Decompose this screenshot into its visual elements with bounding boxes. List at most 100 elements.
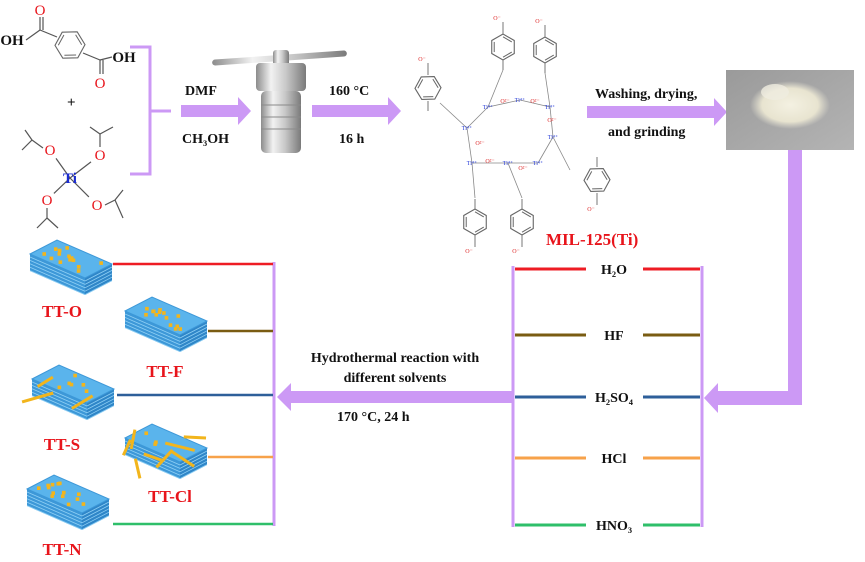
solvent-3: HCl — [515, 452, 700, 467]
particle — [51, 491, 56, 495]
particle — [53, 247, 58, 251]
particle — [56, 481, 61, 486]
benzene-ring — [583, 168, 611, 192]
carboxylate-label: O⁻ — [512, 249, 520, 255]
particle — [73, 373, 77, 378]
particle — [164, 316, 169, 320]
product-label: TT-S — [44, 435, 80, 454]
powder-photo — [726, 70, 854, 150]
product-tt-s: TT-S — [21, 364, 273, 454]
oxygen-label: O — [42, 193, 53, 209]
solvent-4: HNO₃ — [515, 519, 700, 534]
particle — [76, 269, 81, 273]
titanium-ion-label: Ti⁴⁺ — [467, 160, 477, 167]
oxo-label: O²⁻ — [475, 141, 484, 147]
solvent-0: H₂O — [515, 263, 700, 278]
nanorod — [170, 449, 195, 468]
particle — [67, 381, 72, 386]
solvent-methanol: CH₃OH — [182, 132, 229, 147]
particle — [69, 256, 74, 260]
solvent-label: HF — [604, 329, 623, 344]
solvent-label: H₂SO₄ — [595, 391, 634, 406]
particle — [144, 431, 149, 436]
product-tt-o: TT-O — [28, 239, 273, 321]
particle — [145, 306, 149, 311]
particle — [157, 310, 162, 315]
oxo-label: O²⁻ — [530, 99, 539, 105]
nanorod — [164, 441, 196, 452]
nanorod — [143, 452, 163, 462]
particle — [178, 327, 183, 331]
arrow-to-autoclave — [181, 97, 251, 125]
carboxylate-label: O⁻ — [493, 16, 501, 22]
particle — [84, 389, 89, 393]
product-label: TT-Cl — [148, 487, 192, 506]
carboxylate-label: O⁻ — [465, 249, 473, 255]
solvent-label: HNO₃ — [596, 519, 632, 534]
solvent-label: H₂O — [601, 263, 627, 278]
particle — [50, 494, 55, 498]
autoclave-image — [212, 50, 347, 153]
particle — [151, 309, 156, 314]
layered-nanosheet-stack — [123, 296, 209, 352]
washing-drying-text: Washing, drying, — [595, 87, 697, 102]
particle — [175, 324, 180, 329]
mof-name: MIL-125(Ti) — [546, 230, 638, 249]
particle — [176, 314, 181, 318]
particle — [81, 382, 86, 387]
solvent-dmf: DMF — [185, 84, 217, 99]
particle — [153, 442, 157, 446]
grinding-text: and grinding — [608, 125, 685, 140]
oxo-label: O²⁻ — [500, 99, 509, 105]
particle — [77, 492, 81, 497]
hydrothermal-text: Hydrothermal reaction with — [311, 351, 479, 366]
particle — [154, 312, 158, 317]
benzene-ring — [54, 31, 86, 59]
titanium-ion-label: Ti⁴⁺ — [545, 104, 555, 111]
particle — [168, 323, 173, 327]
particle — [61, 490, 66, 495]
particle — [144, 312, 148, 317]
titanium-ion-label: Ti⁴⁺ — [483, 104, 493, 111]
particle — [57, 248, 62, 253]
reaction-time: 16 h — [339, 132, 365, 147]
nanorod — [36, 375, 54, 388]
particle — [67, 254, 71, 259]
oxo-label: O²⁻ — [547, 118, 556, 124]
layered-nanosheet-stack — [25, 474, 111, 530]
particle — [36, 486, 41, 490]
particle — [57, 385, 62, 390]
particle — [49, 256, 54, 261]
particle — [154, 440, 158, 445]
particle — [76, 265, 81, 269]
plus-sign: + — [67, 95, 76, 111]
mil-125-structure: O⁻O⁻O⁻O⁻O⁻O⁻O²⁻O²⁻O²⁻O²⁻O²⁻O²⁻Ti⁴⁺Ti⁴⁺Ti… — [414, 16, 611, 255]
particle — [46, 483, 50, 488]
oxygen-label: O — [35, 3, 46, 19]
nanorod — [183, 435, 207, 440]
layered-nanosheet-stack — [28, 239, 114, 295]
arrow-to-powder — [587, 98, 727, 126]
particle — [57, 252, 62, 256]
benzene-ring — [491, 33, 515, 61]
different-solvents-text: different solvents — [344, 371, 447, 386]
particle — [66, 502, 71, 507]
particle — [65, 246, 69, 250]
nanorod — [129, 429, 137, 450]
particle — [162, 311, 166, 315]
particle — [60, 494, 65, 499]
carboxylate-label: O⁻ — [418, 57, 426, 63]
titanium-ion-label: Ti⁴⁺ — [515, 97, 525, 104]
titanium-ion-label: Ti⁴⁺ — [548, 134, 558, 141]
nanorod — [71, 394, 94, 410]
benzene-ring — [463, 208, 487, 236]
particle — [75, 497, 80, 501]
oxygen-label: O — [95, 148, 106, 164]
oxygen-label: O — [95, 76, 106, 92]
arrow-to-mof — [312, 97, 401, 125]
